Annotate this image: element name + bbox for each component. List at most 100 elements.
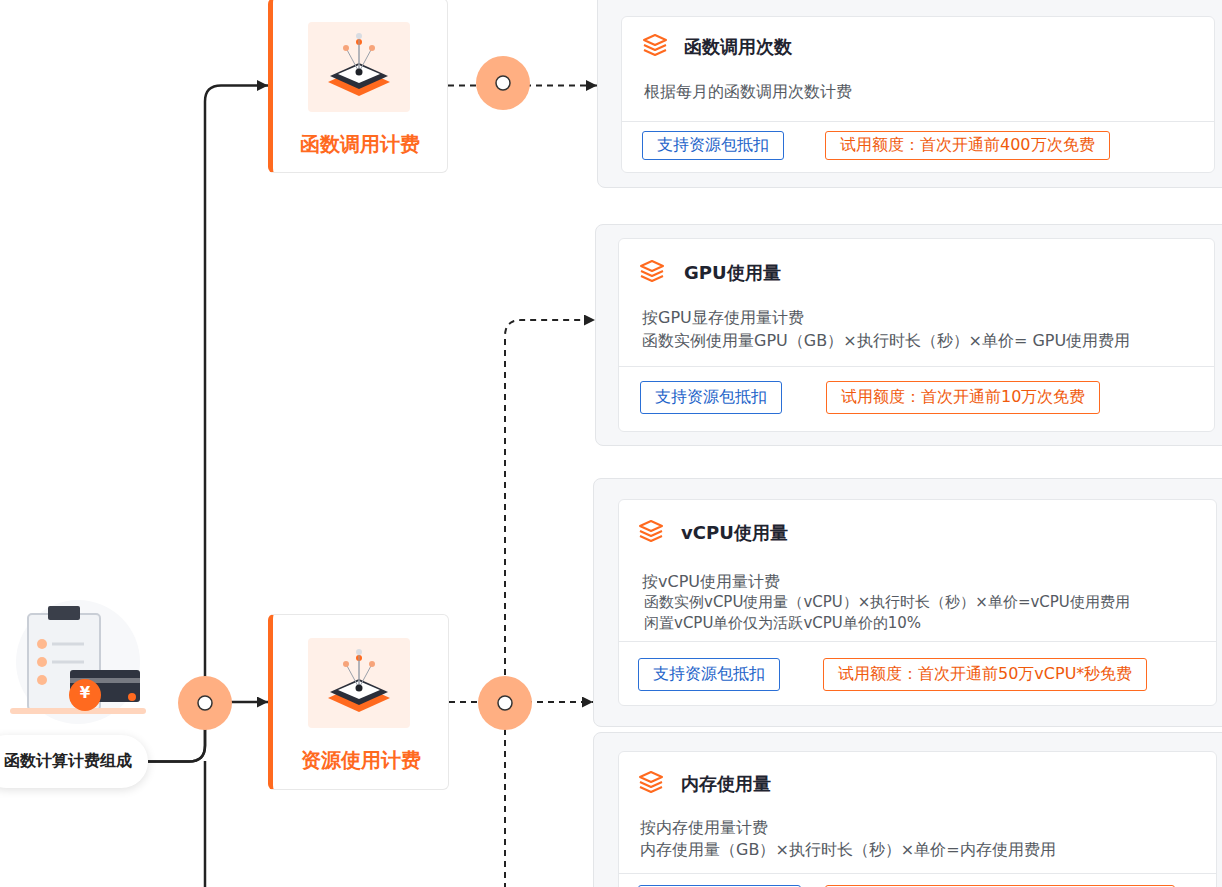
- billing-item-card: 内存使用量按内存使用量计费内存使用量（GB）×执行时长（秒）×单价=内存使用费用: [593, 732, 1222, 887]
- trial-tag: 试用额度：首次开通前50万vCPU*秒免费: [823, 658, 1147, 691]
- coin-symbol: ¥: [77, 684, 93, 702]
- layer-icon-top: [640, 521, 662, 531]
- bank-card: [70, 670, 140, 702]
- billing-item-card: GPU使用量按GPU显存使用量计费函数实例使用量GPU（GB）×执行时长（秒）×…: [595, 224, 1222, 446]
- layer-icon-top: [640, 772, 662, 782]
- antenna-line: [359, 652, 360, 688]
- tag-label: 支持资源包抵扣: [655, 387, 767, 408]
- category-card: 资源使用计费: [268, 614, 449, 790]
- feature-tag: 支持资源包抵扣: [638, 658, 780, 691]
- card-dot: [128, 693, 136, 701]
- icon-tile: [308, 22, 410, 112]
- junction-ring: [478, 676, 532, 730]
- layer-icon: [639, 258, 665, 284]
- dashed-connector: [449, 320, 595, 702]
- category-illustration: [308, 638, 410, 728]
- junction-ring: [178, 676, 232, 730]
- billing-illustration: [10, 600, 146, 724]
- antenna-dot: [343, 45, 349, 51]
- icon-halo: [16, 600, 140, 724]
- check-dot: [37, 657, 47, 667]
- layer-icon-mid: [641, 271, 663, 276]
- item-description: 闲置vCPU单价仅为活跃vCPU单价的10%: [644, 614, 921, 632]
- tag-outline: [638, 885, 801, 887]
- coin: [69, 679, 101, 711]
- antenna-line: [359, 664, 372, 688]
- check-dot: [37, 675, 47, 685]
- tag-outline: [825, 885, 1175, 887]
- feature-tag: 支持资源包抵扣: [642, 131, 784, 160]
- item-heading: 内存使用量: [681, 774, 771, 794]
- junction-core: [498, 696, 512, 710]
- item-description: 函数实例使用量GPU（GB）×执行时长（秒）×单价= GPU使用费用: [642, 331, 1130, 350]
- trunk-line: [204, 761, 207, 887]
- list-line: [52, 643, 84, 646]
- tag-label: 支持资源包抵扣: [657, 135, 769, 156]
- item-description: 按vCPU使用量计费: [642, 572, 780, 591]
- list-line: [52, 661, 84, 664]
- item-description: 根据每月的函数调用次数计费: [644, 82, 852, 101]
- card-divider: [622, 121, 1214, 122]
- category-title: 函数调用计费: [273, 131, 447, 158]
- clip: [48, 606, 80, 620]
- check-dot: [37, 639, 47, 649]
- antenna-line: [359, 36, 360, 72]
- layer-icon-mid: [644, 45, 666, 50]
- item-heading: GPU使用量: [684, 263, 781, 283]
- tag-label: 支持资源包抵扣: [653, 664, 765, 685]
- layer-icon: [642, 32, 668, 58]
- category-card: 函数调用计费: [268, 0, 448, 173]
- icon-tile: [308, 638, 410, 728]
- card-divider: [619, 873, 1216, 874]
- layer-icon: [638, 769, 664, 795]
- billing-item-card: vCPU使用量按vCPU使用量计费函数实例vCPU使用量（vCPU）×执行时长（…: [593, 478, 1222, 727]
- junction-core: [198, 696, 212, 710]
- antenna-line: [346, 664, 359, 688]
- solid-connector: [148, 86, 268, 762]
- category-illustration: [308, 22, 410, 112]
- item-heading: 函数调用次数: [684, 37, 792, 57]
- antenna-dot: [343, 661, 349, 667]
- tag-label: 试用额度：首次开通前50万vCPU*秒免费: [838, 664, 1132, 685]
- antenna-line: [359, 48, 372, 72]
- trial-tag: 试用额度：首次开通前400万次免费: [825, 131, 1110, 160]
- clipboard: [28, 614, 100, 710]
- root-pill: 函数计算计费组成: [0, 735, 148, 788]
- layer-icon-top: [641, 261, 663, 271]
- layer-icon-mid: [640, 782, 662, 787]
- layer-icon: [638, 518, 664, 544]
- item-description: 内存使用量（GB）×执行时长（秒）×单价=内存使用费用: [640, 840, 1056, 859]
- layer-icon-bottom: [640, 536, 662, 541]
- antenna-dot: [369, 661, 375, 667]
- feature-tag: 支持资源包抵扣: [640, 381, 782, 414]
- antenna-line: [346, 48, 359, 72]
- antenna-dot: [369, 45, 375, 51]
- tag-label: 试用额度：首次开通前10万次免费: [841, 387, 1085, 408]
- layer-icon-mid: [640, 531, 662, 536]
- center-dot: [356, 685, 363, 692]
- root-label: 函数计算计费组成: [4, 751, 132, 772]
- layer-icon-bottom: [641, 276, 663, 281]
- antenna-dot: [356, 33, 362, 39]
- layer-icon-bottom: [640, 787, 662, 792]
- center-dot: [356, 69, 363, 76]
- junction-core: [496, 76, 510, 90]
- item-description: 按GPU显存使用量计费: [642, 308, 804, 327]
- layer-icon-bottom: [644, 50, 666, 55]
- layer-icon-top: [644, 35, 666, 45]
- item-description: 按内存使用量计费: [640, 818, 768, 837]
- item-heading: vCPU使用量: [681, 523, 788, 543]
- junction-ring: [476, 56, 530, 110]
- trial-tag: 试用额度：首次开通前10万次免费: [826, 381, 1100, 414]
- antenna-dot: [356, 649, 362, 655]
- category-title: 资源使用计费: [273, 747, 448, 774]
- dashed-connector: [449, 702, 593, 887]
- item-description: 函数实例vCPU使用量（vCPU）×执行时长（秒）×单价=vCPU使用费用: [644, 593, 1130, 611]
- junction-dot: [178, 676, 232, 730]
- card-divider: [619, 366, 1214, 367]
- junction-dot: [478, 676, 532, 730]
- junction-dot: [476, 56, 530, 110]
- billing-item-card: 函数调用次数根据每月的函数调用次数计费支持资源包抵扣 试用额度：首次开通前400万…: [597, 0, 1222, 188]
- tag-label: 试用额度：首次开通前400万次免费: [840, 135, 1095, 156]
